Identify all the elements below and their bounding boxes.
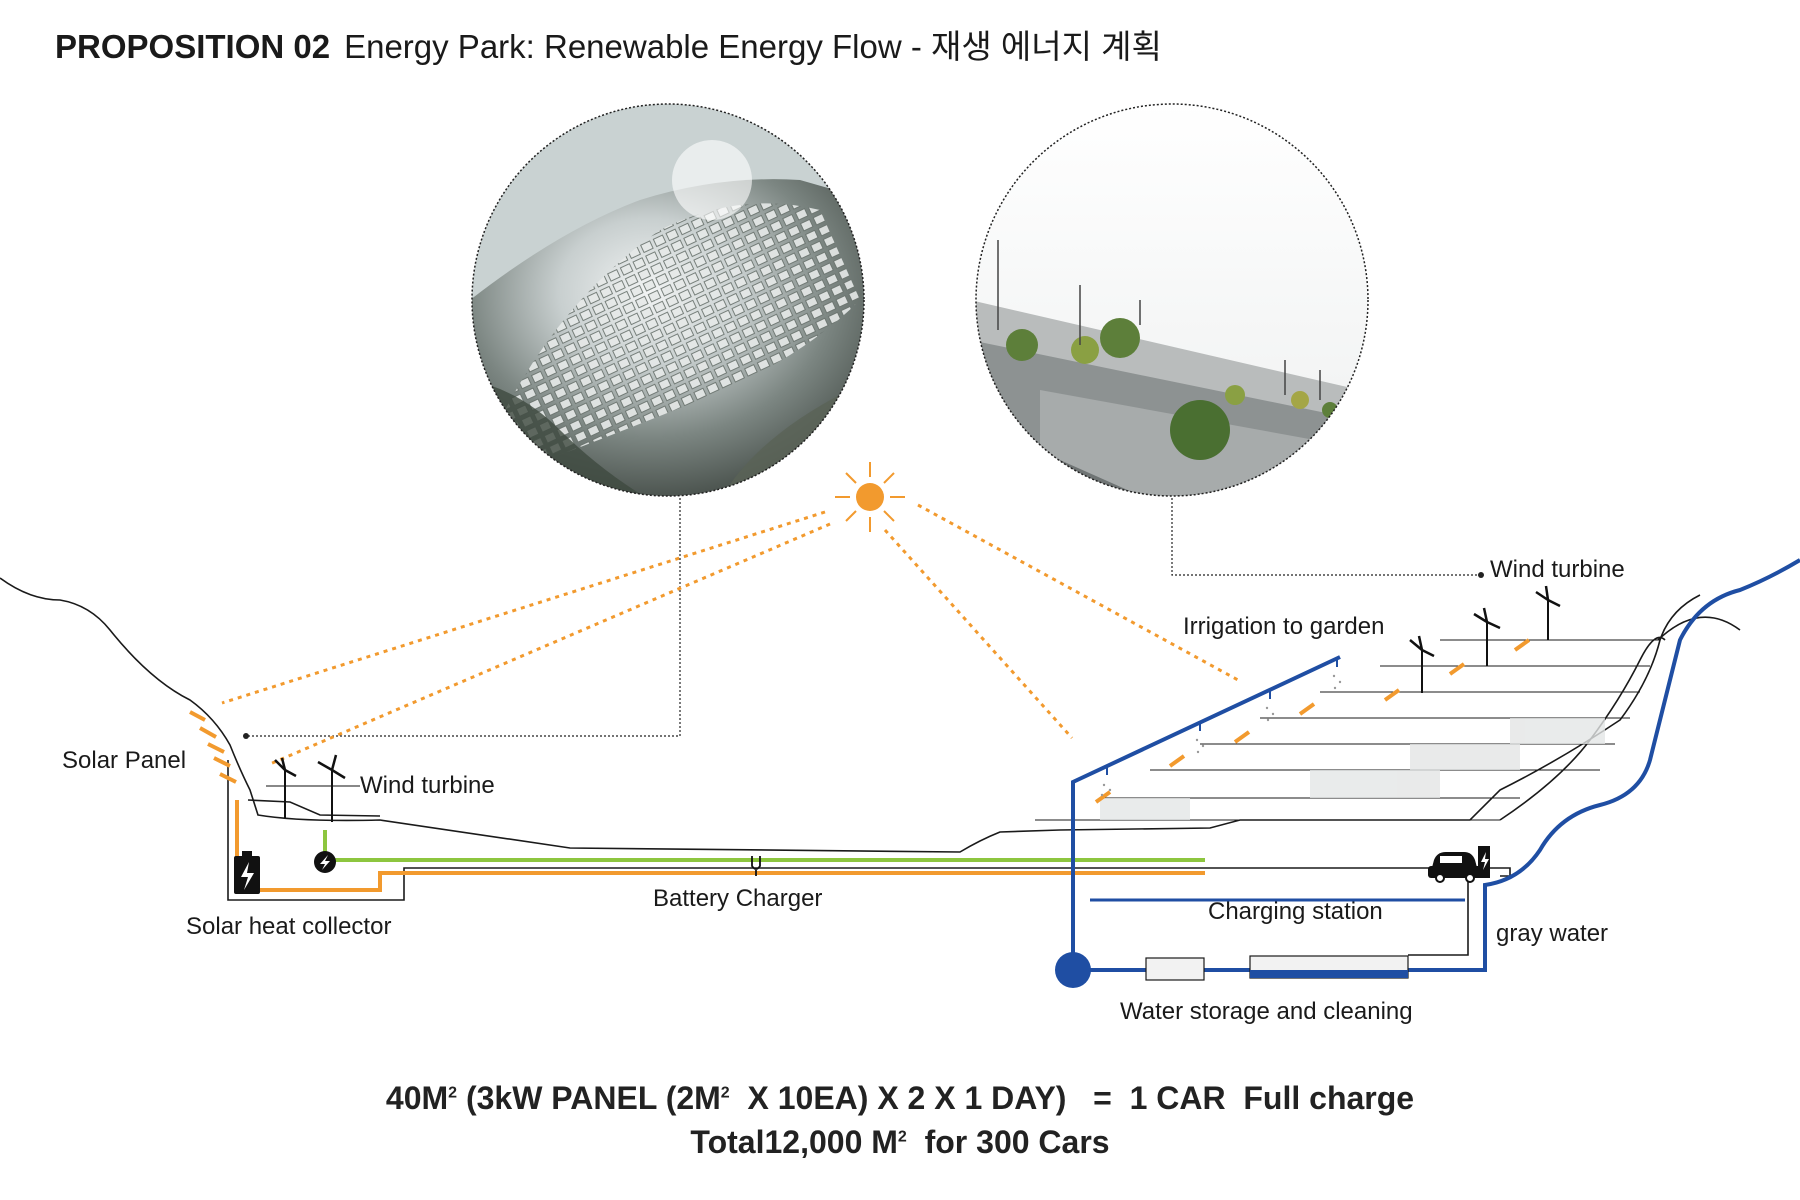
spray-dots [1100, 674, 1342, 797]
formula-part: Total12,000 M [690, 1124, 898, 1160]
sun-icon [835, 462, 905, 532]
title-subtitle: Energy Park: Renewable Energy Flow - 재생 … [344, 28, 1162, 65]
leader-line-right [1171, 498, 1480, 576]
terraced-park-render [976, 104, 1368, 496]
label-solar-panel: Solar Panel [62, 747, 187, 774]
formula-sup: 2 [720, 1084, 730, 1102]
label-irrigation: Irrigation to garden [1183, 613, 1385, 640]
cliff-solar-panels [189, 710, 237, 784]
proposition-number: PROPOSITION 02 [55, 28, 331, 65]
irrigation-pipe [1071, 655, 1341, 970]
label-charging-station: Charging station [1208, 898, 1383, 925]
right-detail-circle [975, 103, 1369, 497]
formula-line-2: Total12,000 M2 for 300 Cars [0, 1124, 1800, 1161]
label-battery-charger: Battery Charger [653, 885, 823, 912]
terrace-shading [1100, 718, 1605, 820]
terrace-solar-panels [1094, 638, 1531, 804]
leader-dot-left [243, 733, 249, 739]
orange-heat-line [235, 800, 1205, 892]
label-solar-heat-collector: Solar heat collector [186, 913, 392, 940]
plug-icon [751, 856, 761, 876]
leader-dot-right [1478, 572, 1484, 578]
energy-lines [235, 800, 1205, 892]
water-pump-icon [1055, 952, 1091, 988]
irrigation-sprinklers [1106, 658, 1338, 775]
label-wind-turbine-left: Wind turbine [360, 772, 495, 799]
formula-part: (3kW PANEL (2M [457, 1080, 721, 1116]
battery-icon [234, 851, 260, 894]
formula-part: for 300 Cars [906, 1124, 1110, 1160]
water-tank-small [1145, 957, 1205, 981]
page-title: PROPOSITION 02 Energy Park: Renewable Ene… [55, 20, 1162, 68]
charging-wire [1408, 868, 1469, 956]
label-water-storage: Water storage and cleaning [1120, 998, 1413, 1025]
formula-part: 40M [385, 1080, 449, 1116]
ev-charger-icon [1478, 846, 1490, 878]
wind-turbines-right [1409, 585, 1561, 693]
power-node-icon [314, 851, 336, 873]
label-wind-turbine-right: Wind turbine [1490, 556, 1625, 583]
formula-sup: 2 [448, 1084, 458, 1102]
leader-line-left [246, 498, 681, 737]
sun-rays [221, 503, 1239, 766]
formula-sup: 2 [897, 1128, 907, 1146]
left-detail-circle [471, 103, 865, 497]
gray-water-pipe [1073, 558, 1800, 972]
formula-part: X 10EA) X 2 X 1 DAY) = 1 CAR Full charge [729, 1080, 1415, 1116]
label-gray-water: gray water [1496, 920, 1609, 947]
car-icon [1428, 852, 1482, 883]
water-tank-level [1250, 970, 1408, 978]
water-system [1071, 558, 1800, 972]
wind-turbines-left [266, 754, 360, 822]
formula-line-1: 40M2 (3kW PANEL (2M2 X 10EA) X 2 X 1 DAY… [0, 1080, 1800, 1117]
